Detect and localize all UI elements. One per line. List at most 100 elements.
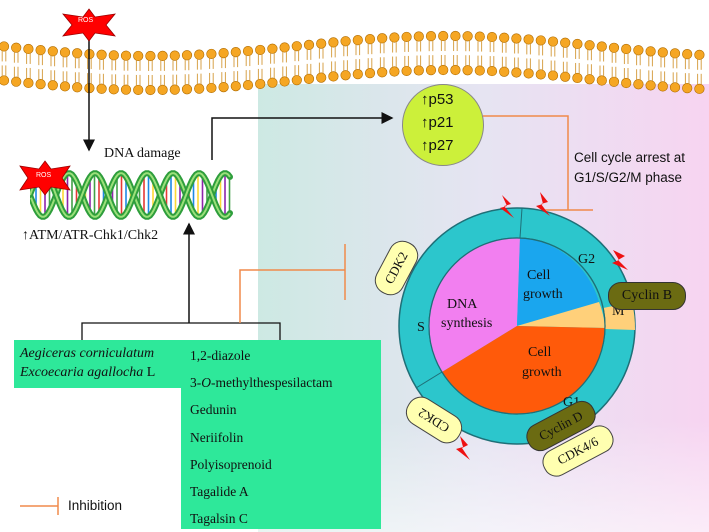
lipid-head [194, 49, 205, 60]
compounds-box [181, 340, 381, 529]
lipid-head [669, 48, 681, 59]
lipid-head [596, 75, 607, 86]
lipid-head [694, 83, 705, 94]
lipid-head [499, 66, 510, 77]
lipid-head [389, 66, 400, 77]
dna-synthesis-label-2: synthesis [441, 316, 493, 331]
lipid-head [303, 39, 315, 50]
lipid-head [352, 69, 363, 80]
lipid-head [389, 32, 400, 43]
lipid-head [596, 41, 607, 52]
ros-label: ROS [78, 17, 94, 24]
lipid-head [267, 43, 278, 54]
lightning-icon [536, 192, 550, 216]
lipid-head [145, 84, 156, 96]
lipid-head [303, 73, 315, 84]
species-box [14, 340, 204, 388]
lipid-head [0, 75, 10, 86]
p-proteins-circle [402, 84, 484, 166]
p53-label: ↑p53 [421, 91, 454, 108]
lipid-head [608, 42, 620, 53]
lipid-head [145, 50, 156, 62]
cell-membrane [0, 30, 705, 96]
dna-to-p-arrow [211, 112, 394, 160]
lipid-head [35, 45, 46, 56]
lipid-head [572, 38, 583, 50]
lipid-head [181, 50, 193, 61]
lipid-head [279, 76, 290, 87]
lipid-head [255, 44, 266, 56]
lipid-head [560, 37, 571, 48]
lipid-head [316, 72, 327, 83]
lipid-head [535, 35, 546, 46]
inhibition-p [483, 115, 569, 210]
lipid-head [364, 68, 376, 79]
cell-growth-blue-slice [517, 238, 599, 326]
phase-s: S [417, 320, 425, 335]
lipid-head [657, 47, 668, 58]
lipid-head [413, 31, 424, 42]
lipid-head [621, 77, 632, 89]
lipid-head [694, 49, 705, 60]
lipid-head [425, 31, 437, 42]
lipid-head [486, 65, 498, 77]
lipid-head [96, 83, 107, 94]
lipid-head [621, 43, 632, 55]
species-1: Aegiceras corniculatum [20, 346, 155, 361]
lipid-head [267, 77, 278, 88]
lipid-head [255, 78, 266, 90]
p21-label: ↑p21 [421, 114, 454, 131]
lipid-head [340, 36, 351, 47]
compound-item: Tagalsin C [190, 511, 248, 526]
lipid-head [547, 70, 559, 81]
lipid-head [96, 49, 107, 60]
cyclin-b-pill: Cyclin B [608, 282, 686, 310]
ros-dna-label: ROS [36, 172, 52, 179]
lipid-head [499, 32, 510, 43]
lipid-head [23, 77, 34, 89]
lipid-head [462, 65, 473, 76]
lipid-head [157, 50, 168, 62]
compounds-bracket [81, 322, 281, 340]
lipid-head [59, 47, 71, 58]
lipid-head [511, 67, 522, 78]
lipid-head [11, 76, 22, 87]
lipid-head [401, 65, 412, 77]
lipid-head [72, 82, 83, 93]
species-2: Excoecaria agallocha L [20, 365, 156, 380]
compound-item: 1,2-diazole [190, 348, 251, 363]
lipid-head [572, 72, 583, 84]
cell-growth-orange-label-2: growth [522, 365, 562, 380]
lipid-head [11, 42, 22, 53]
lipid-head [462, 31, 473, 42]
lipid-head [364, 34, 376, 45]
atm-label: ↑ATM/ATR-Chk1/Chk2 [22, 228, 159, 243]
lipid-head [133, 50, 144, 62]
lipid-head [291, 75, 302, 86]
lipid-head [511, 33, 522, 44]
compound-item: Neriifolin [190, 430, 244, 445]
lipid-head [682, 83, 693, 94]
lipid-head [474, 31, 485, 42]
lipid-head [645, 46, 656, 57]
lipid-head [108, 84, 119, 95]
cell-cycle-diagram [398, 192, 636, 460]
lipid-head [645, 80, 656, 91]
lipid-head [59, 81, 71, 92]
lipid-head [328, 37, 339, 48]
lipid-head [169, 84, 180, 95]
lipid-head [279, 42, 290, 53]
lipid-head [584, 40, 595, 51]
lipid-head [157, 84, 168, 96]
lipid-head [230, 81, 241, 92]
p27-label: ↑p27 [421, 137, 454, 154]
cell-growth-orange-label-1: Cell [528, 345, 552, 360]
lipid-head [47, 80, 58, 91]
lipid-head [450, 64, 461, 76]
lipid-head [72, 48, 83, 59]
ros-star-dna-icon [19, 160, 71, 196]
lipid-head [523, 68, 534, 79]
lipid-head [194, 83, 205, 94]
lipid-head [608, 76, 620, 87]
lipid-head [35, 79, 46, 90]
